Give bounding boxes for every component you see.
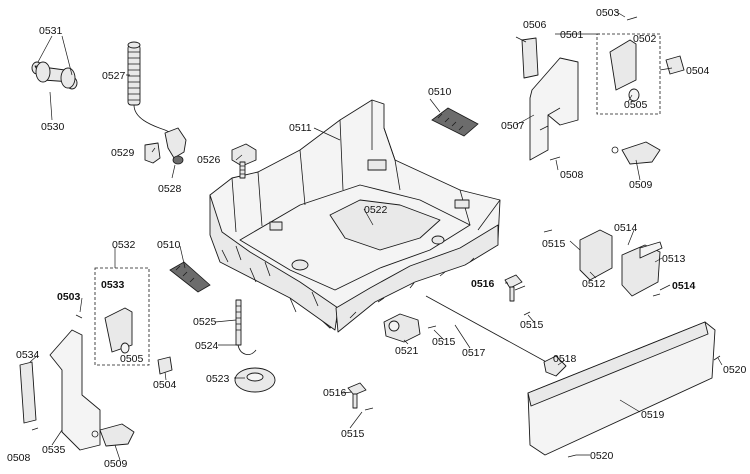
label-0523: 0523 bbox=[206, 373, 230, 385]
label-0503-left: 0503 bbox=[57, 291, 81, 303]
label-0506: 0506 bbox=[523, 19, 547, 31]
screw-parts bbox=[31, 16, 721, 458]
label-0516-bottom: 0516 bbox=[323, 387, 347, 399]
rod-end-cap-part bbox=[543, 355, 567, 377]
label-0509-right: 0509 bbox=[629, 179, 653, 191]
assembly-box-right bbox=[596, 33, 661, 115]
corrugated-hose-part bbox=[127, 41, 187, 165]
label-0513: 0513 bbox=[662, 253, 686, 265]
label-0502: 0502 bbox=[633, 33, 657, 45]
label-0515-bottom: 0515 bbox=[341, 428, 365, 440]
control-module-part bbox=[579, 229, 663, 297]
label-0507: 0507 bbox=[501, 120, 525, 132]
label-0530: 0530 bbox=[41, 121, 65, 133]
label-0524: 0524 bbox=[195, 340, 219, 352]
label-0535: 0535 bbox=[42, 444, 66, 456]
label-0508-right: 0508 bbox=[560, 169, 584, 181]
label-0514-bold: 0514 bbox=[672, 280, 696, 292]
label-0520-bottom: 0520 bbox=[590, 450, 614, 462]
label-0503-top: 0503 bbox=[596, 7, 620, 19]
rack-spring-part-top bbox=[431, 107, 479, 137]
label-0531: 0531 bbox=[39, 25, 63, 37]
label-0515-mid: 0515 bbox=[520, 319, 544, 331]
adjustable-foot-part bbox=[231, 143, 257, 179]
drain-valve-part bbox=[383, 313, 421, 343]
label-0519: 0519 bbox=[641, 409, 665, 421]
label-0515-centre: 0515 bbox=[432, 336, 456, 348]
label-0510-top: 0510 bbox=[428, 86, 452, 98]
label-0501: 0501 bbox=[560, 29, 584, 41]
label-0529: 0529 bbox=[111, 147, 135, 159]
part-labels: 0531 0530 0527 0529 0528 0526 0511 0510 … bbox=[7, 7, 747, 470]
label-0528: 0528 bbox=[158, 183, 182, 195]
label-0534: 0534 bbox=[16, 349, 40, 361]
label-0516-right: 0516 bbox=[471, 278, 495, 290]
hose-clamp-part bbox=[31, 61, 78, 90]
label-0505-left: 0505 bbox=[120, 353, 144, 365]
kick-plate-part bbox=[527, 321, 716, 456]
hinge-bracket-part-right bbox=[521, 37, 685, 165]
assembly-box-left bbox=[94, 267, 150, 366]
float-switch-part bbox=[234, 299, 276, 393]
label-0532: 0532 bbox=[112, 239, 136, 251]
label-0525: 0525 bbox=[193, 316, 217, 328]
hinge-bracket-part-left bbox=[19, 307, 173, 451]
label-0510-left: 0510 bbox=[157, 239, 181, 251]
label-0509-left: 0509 bbox=[104, 458, 128, 470]
base-tub-part bbox=[209, 99, 501, 333]
label-0517: 0517 bbox=[462, 347, 486, 359]
label-0518: 0518 bbox=[553, 353, 577, 365]
rack-spring-part-left bbox=[169, 261, 211, 293]
label-0515-right: 0515 bbox=[542, 238, 566, 250]
label-0526: 0526 bbox=[197, 154, 221, 166]
label-0520-right: 0520 bbox=[723, 364, 747, 376]
label-0504-left: 0504 bbox=[153, 379, 177, 391]
label-0504-right: 0504 bbox=[686, 65, 710, 77]
link-rod-part bbox=[425, 295, 551, 365]
label-0505-right: 0505 bbox=[624, 99, 648, 111]
label-0512: 0512 bbox=[582, 278, 606, 290]
label-0527: 0527 bbox=[102, 70, 126, 82]
label-0522: 0522 bbox=[364, 204, 388, 216]
label-0533: 0533 bbox=[101, 279, 125, 291]
label-0521: 0521 bbox=[395, 345, 419, 357]
label-0514-top: 0514 bbox=[614, 222, 638, 234]
label-0508-left: 0508 bbox=[7, 452, 31, 464]
label-0511: 0511 bbox=[289, 122, 312, 134]
leader-lines bbox=[29, 10, 723, 461]
